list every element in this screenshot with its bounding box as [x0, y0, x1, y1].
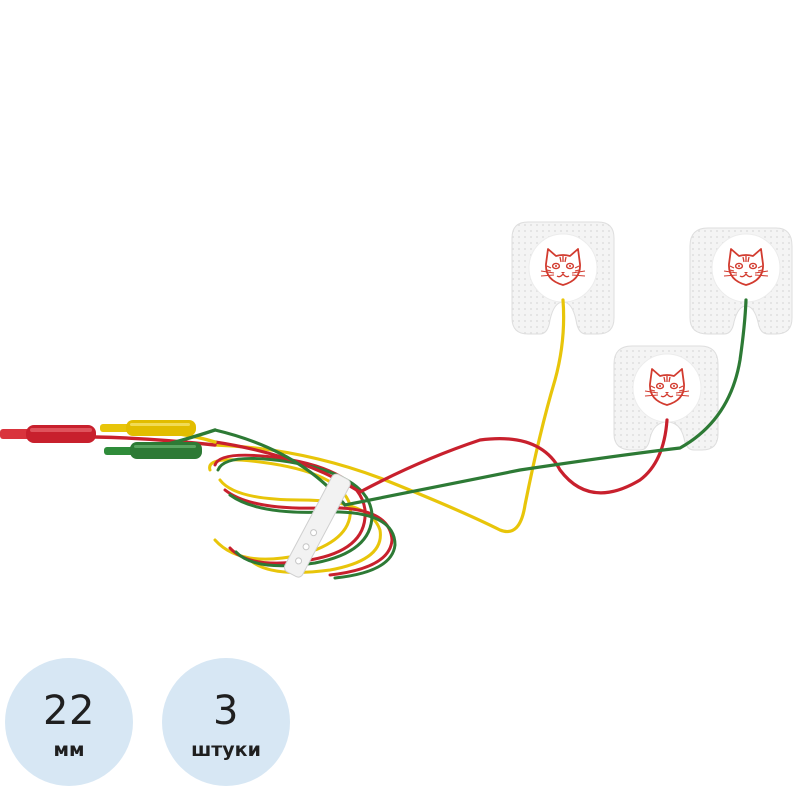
- electrode-pad-yellow: [511, 221, 615, 335]
- count-badge: 3 штуки: [162, 658, 290, 786]
- count-value: 3: [213, 688, 239, 734]
- connector-green: [104, 442, 202, 459]
- cable-clip: [283, 473, 351, 578]
- size-value: 22: [43, 688, 95, 734]
- electrode-pad-green: [689, 227, 793, 335]
- lead-wires: [93, 298, 748, 580]
- size-unit: мм: [53, 739, 85, 761]
- connector-red: [0, 425, 96, 443]
- size-badge: 22 мм: [5, 658, 133, 786]
- count-unit: штуки: [191, 739, 261, 761]
- connector-yellow: [100, 420, 196, 436]
